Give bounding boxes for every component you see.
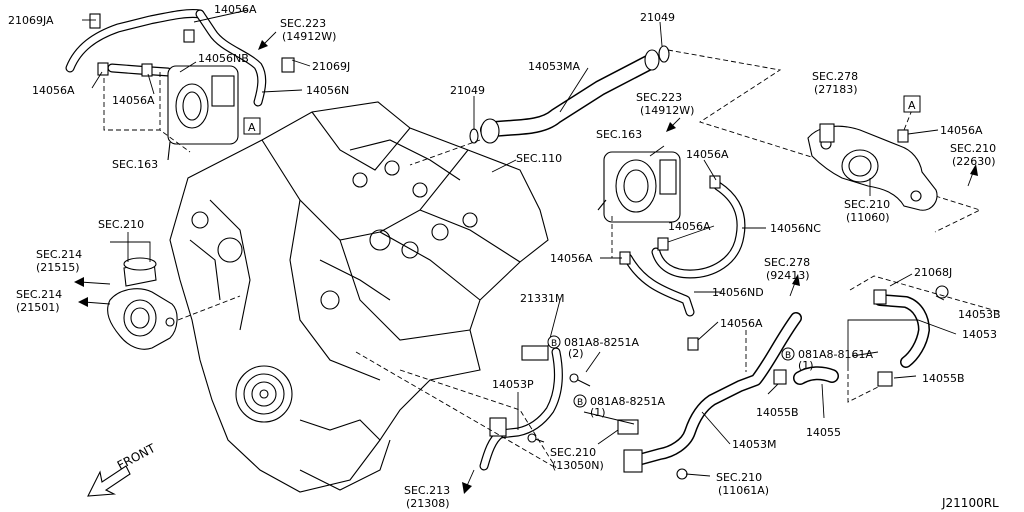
label-sec210-11061: SEC.210 <box>716 471 762 484</box>
water-inlet-housing-left <box>107 288 178 350</box>
engine-block <box>169 101 549 493</box>
water-pipe-14053 <box>873 285 949 387</box>
label-sec223-top-sub: (14912W) <box>282 30 336 43</box>
label-sec163-mid: SEC.163 <box>596 128 642 141</box>
label-14056a-left: 14056A <box>32 84 75 97</box>
label-b3: B <box>785 351 791 361</box>
label-14053m: 14053M <box>732 438 776 451</box>
label-sec210-11060: SEC.210 <box>844 198 890 211</box>
label-21069j: 21069J <box>312 60 350 73</box>
label-bolt2-qty: (1) <box>590 406 606 419</box>
label-14055b-right: 14055B <box>922 372 965 385</box>
label-front: FRONT <box>115 441 158 473</box>
label-sec223-mid: SEC.223 <box>636 91 682 104</box>
label-14053ma: 14053MA <box>528 60 580 73</box>
bolt-marker-3 <box>781 347 795 361</box>
label-sec210-left: SEC.210 <box>98 218 144 231</box>
bolt-marker-2 <box>573 394 587 408</box>
label-sec163-left: SEC.163 <box>112 158 158 171</box>
label-sec210-11061-sub: (11061A) <box>718 484 769 497</box>
label-14055: 14055 <box>806 426 841 439</box>
label-14053: 14053 <box>962 328 997 341</box>
throttle-body-left <box>167 65 239 161</box>
hose-14056nc <box>619 175 746 351</box>
label-sec110: SEC.110 <box>516 152 562 165</box>
label-box-a-right: A <box>908 99 916 112</box>
label-14055b-mid: 14055B <box>756 406 799 419</box>
upper-heater-hose <box>65 9 267 107</box>
label-box-a-left: A <box>248 121 256 134</box>
label-sec223-mid-sub: (14912W) <box>640 104 694 117</box>
label-14056a-left2: 14056A <box>112 94 155 107</box>
label-sec210-13050: SEC.210 <box>550 446 596 459</box>
label-sec210-right: SEC.210 <box>950 142 996 155</box>
label-21331m: 21331M <box>520 292 564 305</box>
label-sec210-right-sub: (22630) <box>952 155 996 168</box>
label-14056a-low: 14056A <box>720 317 763 330</box>
drawing-number: J21100RL <box>941 496 999 510</box>
label-bolt3-qty: (1) <box>798 359 814 372</box>
label-bolt3: 081A8-8161A <box>798 348 873 361</box>
label-14056nb: 14056NB <box>198 52 249 65</box>
front-arrow <box>87 465 131 497</box>
water-pipe-14053ma <box>469 45 670 144</box>
label-sec213-sub: (21308) <box>406 497 450 510</box>
water-outlet-housing <box>807 109 938 211</box>
marker-box-left <box>243 117 261 135</box>
label-sec214-b-sub: (21501) <box>16 301 60 314</box>
label-bolt2: 081A8-8251A <box>590 395 665 408</box>
label-14056nd: 14056ND <box>712 286 764 299</box>
label-21068j: 21068J <box>914 266 952 279</box>
label-sec210-13050-sub: (13050N) <box>552 459 604 472</box>
leader-lines <box>82 9 957 477</box>
throttle-body-right <box>597 151 681 223</box>
label-14056a-tb: 14056A <box>686 148 729 161</box>
label-14056a-top: 14056A <box>214 3 257 16</box>
label-sec278-top-sub: (27183) <box>814 83 858 96</box>
label-sec278-top: SEC.278 <box>812 70 858 83</box>
water-pipe-14053m <box>617 312 802 480</box>
label-bolt1-qty: (2) <box>568 347 584 360</box>
label-bolt1: 081A8-8251A <box>564 336 639 349</box>
label-21069ja: 21069JA <box>8 14 54 27</box>
label-21049-mid: 21049 <box>450 84 485 97</box>
label-sec278-mid-sub: (92413) <box>766 269 810 282</box>
label-b1: B <box>551 339 557 349</box>
label-sec213: SEC.213 <box>404 484 450 497</box>
label-sec223-top: SEC.223 <box>280 17 326 30</box>
hose-clips-top <box>89 13 295 77</box>
label-14053b: 14053B <box>958 308 1001 321</box>
marker-box-right <box>903 95 921 113</box>
label-14053p: 14053P <box>492 378 534 391</box>
bypass-pipe-14053p <box>479 345 563 471</box>
label-21049-top: 21049 <box>640 11 675 24</box>
label-14056nc: 14056NC <box>770 222 821 235</box>
direction-arrows <box>74 31 978 494</box>
hose-14055 <box>773 366 839 385</box>
label-sec210-11060-sub: (11060) <box>846 211 890 224</box>
label-14056a-mid: 14056A <box>668 220 711 233</box>
bolt-marker-1 <box>547 335 561 349</box>
thermostat-cap <box>123 257 157 287</box>
label-14056a-right: 14056A <box>940 124 983 137</box>
callout-labels: 21069JA 14056A SEC.223 (14912W) 14056NB … <box>8 3 1001 510</box>
label-14056a-mid2: 14056A <box>550 252 593 265</box>
label-sec214-b: SEC.214 <box>16 288 62 301</box>
bolts <box>527 373 591 443</box>
label-sec214-a-sub: (21515) <box>36 261 80 274</box>
label-sec214-a: SEC.214 <box>36 248 82 261</box>
label-14056n: 14056N <box>306 84 349 97</box>
label-b2: B <box>577 398 583 408</box>
label-sec278-mid: SEC.278 <box>764 256 810 269</box>
